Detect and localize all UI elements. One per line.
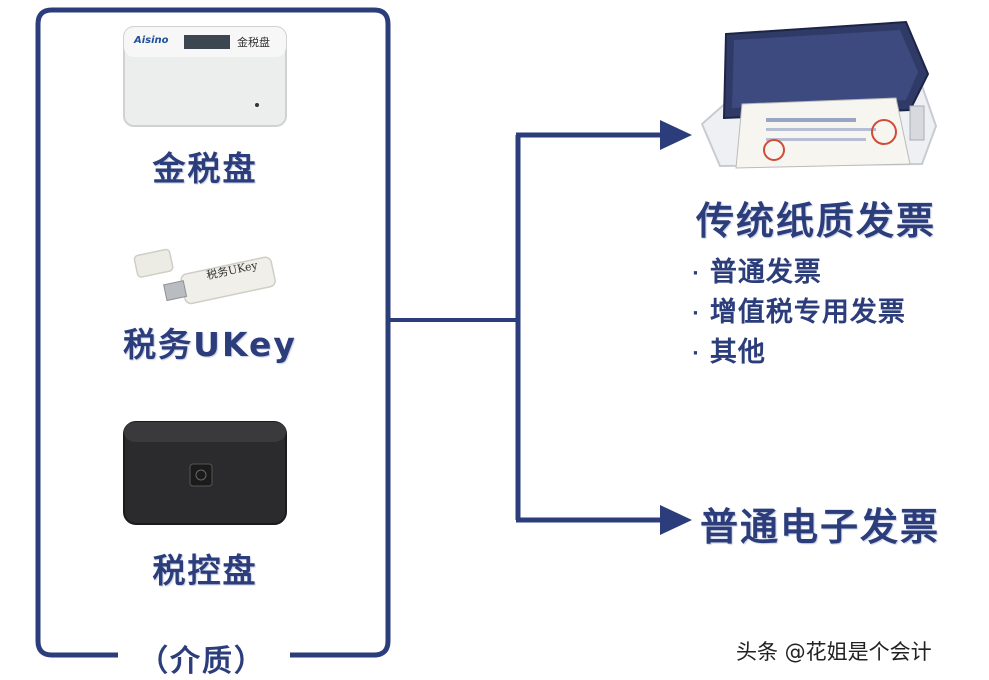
paper-invoice-item-label: 增值税专用发票: [709, 297, 906, 328]
device-text: 金税盘: [237, 36, 270, 49]
paper-invoice-item-label: 其他: [709, 337, 766, 368]
media-bracket: [35, 7, 391, 658]
arrow-electronic-head: [660, 505, 692, 535]
paper-invoice-item: ·普通发票: [692, 257, 822, 288]
device-label-golden-tax-disk: 金税盘: [152, 149, 258, 188]
electronic-invoice-title: 普通电子发票: [700, 505, 941, 549]
printer-image: [696, 14, 940, 170]
device-label-tax-control-disk: 税控盘: [152, 551, 258, 590]
watermark: 头条 @花姐是个会计: [736, 640, 932, 664]
golden-tax-disk-image: Aisino 金税盘: [122, 25, 288, 128]
arrow-paper-head: [660, 120, 692, 150]
paper-invoice-item: ·增值税专用发票: [692, 297, 906, 328]
device-brand: Aisino: [134, 35, 169, 46]
media-caption: （介质）: [128, 636, 276, 680]
device-label-ukey: 税务UKey: [123, 325, 297, 364]
tax-control-disk-image: [122, 420, 288, 526]
paper-invoice-title: 传统纸质发票: [696, 199, 937, 243]
paper-invoice-item-label: 普通发票: [709, 257, 822, 288]
paper-invoice-item: ·其他: [692, 337, 766, 368]
ukey-image: 税务UKey: [130, 240, 280, 310]
